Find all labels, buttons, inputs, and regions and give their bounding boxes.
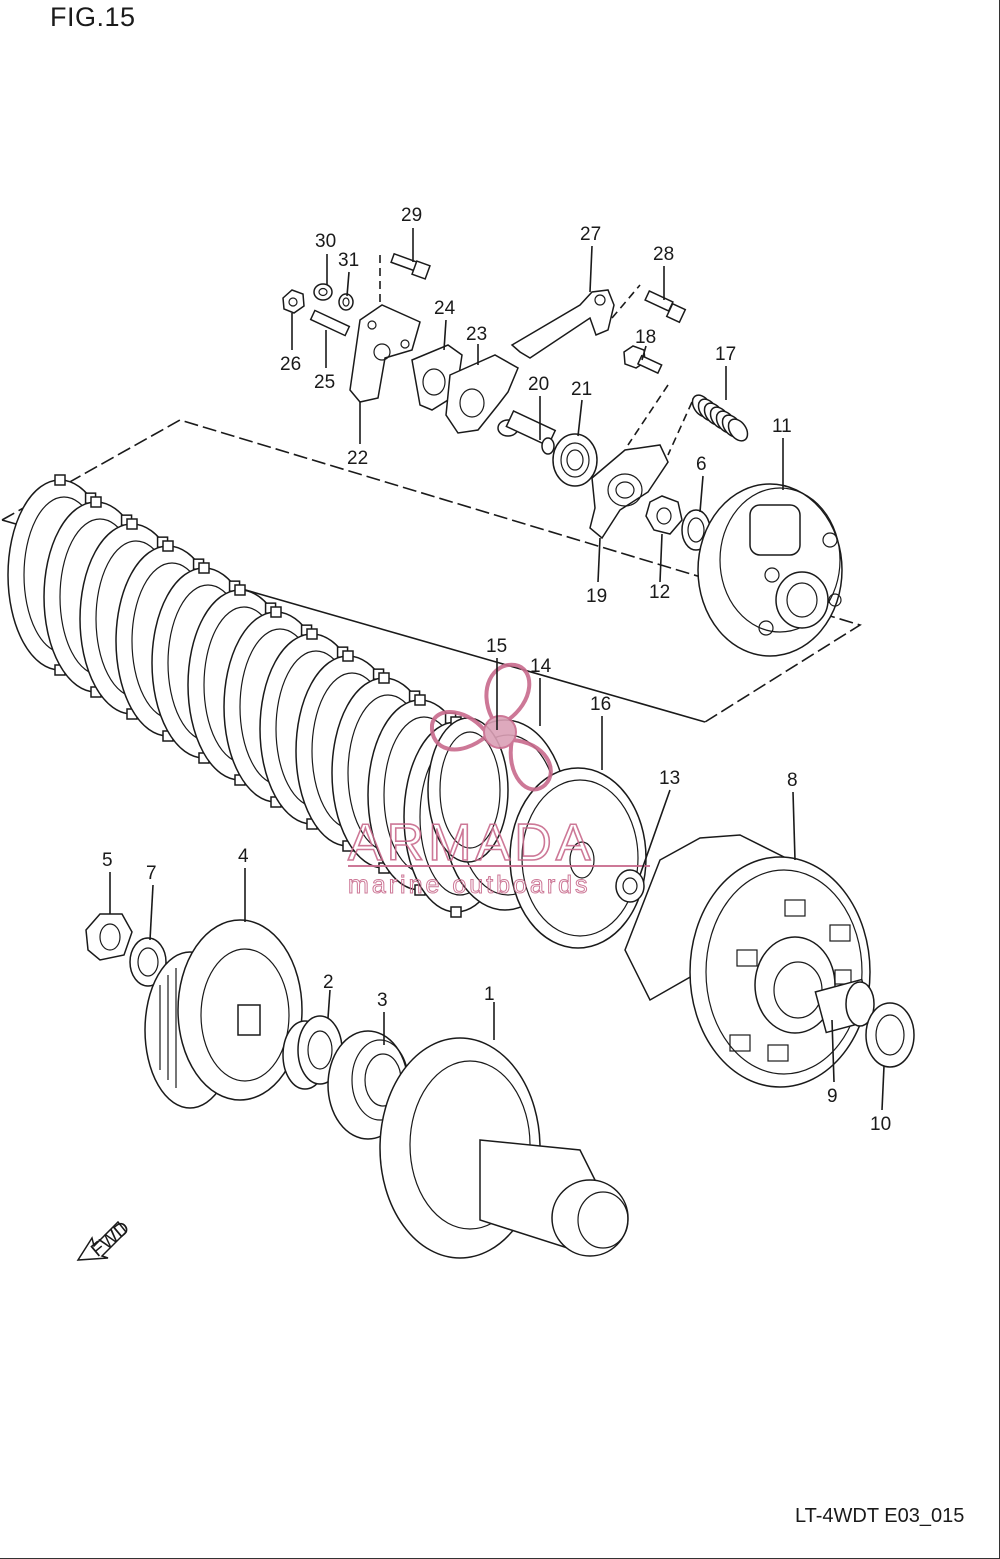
- callout-labels: 1 2 3 4 5 6 7 8 9 10 11 12 13 14 15 16 1…: [102, 205, 891, 1135]
- washer-10: [865, 1002, 915, 1068]
- nut-12: [645, 495, 683, 535]
- fwd-label: FWD: [87, 1217, 134, 1261]
- one-way-clutch-4: [144, 919, 303, 1109]
- callout-3: 3: [377, 990, 388, 1011]
- callout-leaders: [109, 228, 885, 1111]
- bolt-28: [644, 289, 674, 313]
- callout-20: 20: [528, 374, 549, 395]
- fwd-arrow-icon: FWD: [76, 1217, 134, 1261]
- callout-22: 22: [347, 448, 368, 469]
- callout-6: 6: [696, 454, 707, 475]
- callout-14: 14: [530, 656, 552, 677]
- callout-5: 5: [102, 850, 113, 871]
- bracket-22: [349, 304, 421, 403]
- release-arm-27: [510, 289, 615, 359]
- callout-12: 12: [649, 582, 670, 603]
- bearing-21: [552, 433, 598, 487]
- callout-10: 10: [870, 1114, 891, 1135]
- callout-27: 27: [580, 224, 601, 245]
- callout-19: 19: [586, 586, 607, 607]
- push-rod-20: [497, 410, 557, 455]
- callout-30: 30: [315, 231, 336, 252]
- callout-7: 7: [146, 863, 157, 884]
- callout-8: 8: [787, 770, 798, 791]
- callout-18: 18: [635, 327, 656, 348]
- pressure-plate-11: [697, 483, 843, 657]
- callout-17: 17: [715, 344, 736, 365]
- spring-washer-15: [427, 717, 509, 863]
- spring-17: [691, 394, 749, 442]
- callout-2: 2: [323, 972, 334, 993]
- figure-title: FIG.15: [50, 2, 136, 32]
- callout-25: 25: [314, 372, 335, 393]
- drawing-code: LT-4WDT E03_015: [795, 1505, 965, 1527]
- stud-25: [309, 309, 351, 337]
- clutch-housing-8: [624, 834, 871, 1088]
- callout-29: 29: [401, 205, 422, 226]
- callout-31: 31: [338, 250, 359, 271]
- pressure-disc-16: [509, 767, 647, 949]
- callout-4: 4: [238, 846, 249, 867]
- watermark: ARMADA marine outboards: [347, 662, 650, 900]
- washer-7: [129, 937, 167, 987]
- propeller-logo-icon: [429, 662, 553, 792]
- callout-23: 23: [466, 324, 487, 345]
- callout-11: 11: [772, 416, 792, 437]
- callout-24: 24: [434, 298, 456, 319]
- callout-13: 13: [659, 768, 680, 789]
- callout-26: 26: [280, 354, 301, 375]
- bolt-29: [390, 252, 431, 280]
- nut-26: [282, 289, 305, 314]
- washer-31: [338, 293, 354, 311]
- callout-28: 28: [653, 244, 674, 265]
- clutch-drum-1: [379, 1037, 629, 1259]
- nut-30: [313, 283, 333, 301]
- callout-16: 16: [590, 694, 611, 715]
- center-parts: [427, 717, 647, 949]
- callout-21: 21: [571, 379, 592, 400]
- watermark-tagline: marine outboards: [348, 871, 591, 899]
- nut-5: [85, 913, 133, 961]
- watermark-brand: ARMADA: [348, 814, 594, 872]
- washer-13: [615, 869, 645, 903]
- lifter-plate-19: [589, 444, 669, 540]
- release-mechanism: [282, 252, 843, 657]
- callout-1: 1: [484, 984, 495, 1005]
- callout-15: 15: [486, 636, 507, 657]
- callout-9: 9: [827, 1086, 838, 1107]
- spacer-9: [814, 978, 875, 1034]
